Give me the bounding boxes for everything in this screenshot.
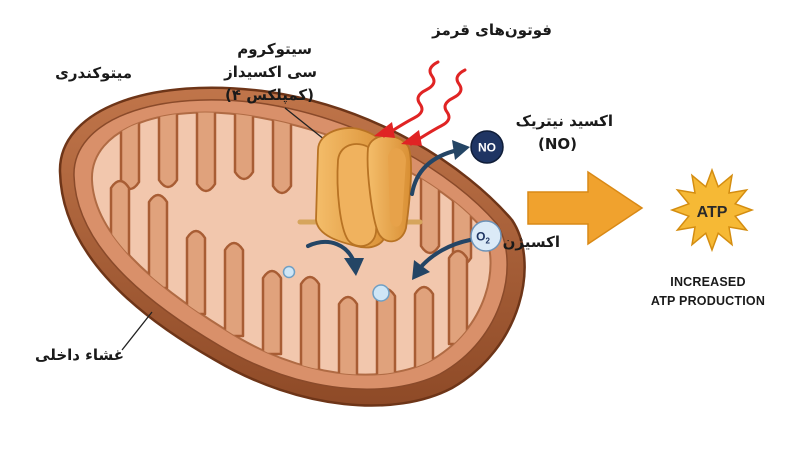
- no-release-arrow: [410, 148, 460, 196]
- crista-fold: [299, 275, 321, 372]
- atp-production-label-line2: ATP PRODUCTION: [650, 294, 766, 308]
- o2-badge-subscript: 2: [485, 237, 490, 246]
- crista-fold: [447, 249, 469, 346]
- oxygen-label: اکسیژن: [502, 233, 560, 251]
- crista-fold: [185, 229, 207, 316]
- o2-badge-text: O2: [476, 230, 490, 246]
- matrix-arrowhead: [344, 258, 364, 276]
- o2-badge: [470, 220, 502, 252]
- inner-membrane-label: غشاء داخلی: [35, 346, 124, 364]
- cytochrome-oxidase-complex: [315, 127, 412, 249]
- photon-arrowhead: [401, 130, 422, 146]
- crista-fold: [157, 112, 179, 189]
- oxygen-arrow: [418, 238, 472, 270]
- cytochrome-label-line1: سیتوکروم: [237, 40, 312, 58]
- oxygen-bubble: [372, 284, 390, 302]
- atp-arrow: [527, 170, 644, 246]
- crista-fold: [271, 112, 293, 195]
- small-bubble: [282, 265, 296, 279]
- atp-star-text: ATP: [697, 204, 728, 221]
- crista-fold: [261, 269, 283, 356]
- no-release-arrowhead: [452, 140, 470, 160]
- inner-membrane-pointer: [121, 311, 153, 351]
- red-photon-waves: [382, 60, 467, 146]
- atp-star: [669, 167, 755, 253]
- red-photons-label: فوتون‌های قرمز: [432, 21, 552, 39]
- nitric-oxide-label-line1: اکسید نیتریک: [515, 112, 613, 130]
- crista-fold: [375, 287, 397, 375]
- o2-badge-letter: O: [476, 230, 485, 244]
- nitric-oxide-label-line2: (NO): [537, 135, 577, 153]
- mitochondria-label: میتوکندری: [55, 64, 132, 82]
- cytochrome-label-line2: سی اکسیداز: [224, 63, 317, 81]
- no-badge: [470, 130, 504, 164]
- crista-fold: [337, 295, 359, 375]
- no-badge-text: NO: [478, 141, 496, 155]
- crista-fold: [413, 285, 435, 372]
- cytochrome-label-line3: (کمپلکس ۴): [224, 86, 314, 104]
- photon-arrowhead: [374, 122, 395, 138]
- crista-fold: [147, 193, 169, 290]
- crista-fold: [419, 164, 441, 255]
- crista-fold: [195, 112, 217, 193]
- cytochrome-pointer: [284, 107, 326, 141]
- crista-fold: [223, 241, 245, 338]
- atp-production-label-line1: INCREASED: [670, 275, 746, 289]
- photon-arrowheads: [374, 122, 422, 146]
- crista-fold: [233, 112, 255, 181]
- oxygen-arrowhead: [412, 260, 430, 280]
